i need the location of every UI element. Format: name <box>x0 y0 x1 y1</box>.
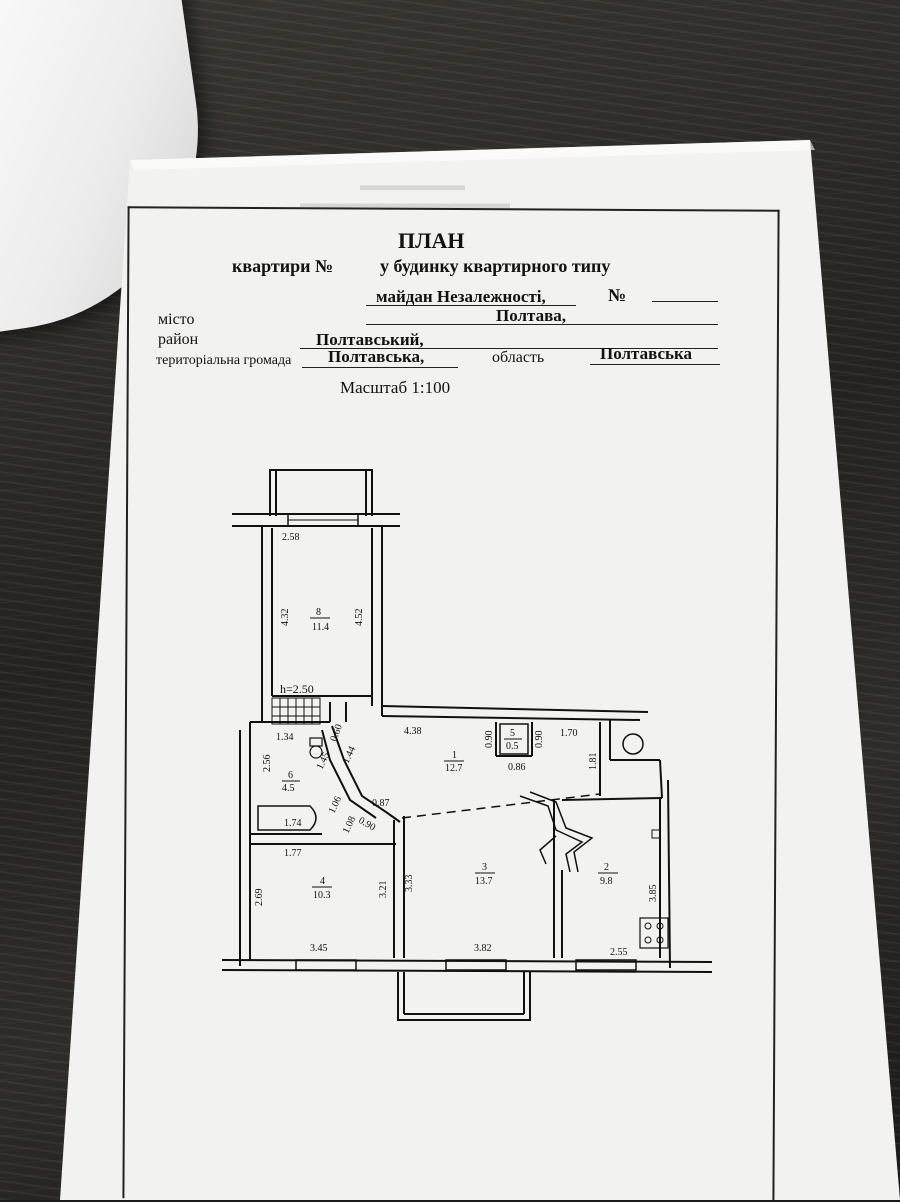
window-bottom-1 <box>295 959 357 971</box>
city-underline <box>366 324 718 325</box>
room-8-number: 8 <box>316 607 321 618</box>
stove <box>639 917 669 949</box>
district-label: район <box>158 331 199 348</box>
balcony-bottom <box>397 972 531 1021</box>
dim-1-08: 1.08 <box>341 815 358 836</box>
dim-4-52: 4.52 <box>354 609 365 627</box>
bleed-through-text: ▬▬▬▬▬▬▬ <box>360 178 465 194</box>
street-underline <box>366 305 576 306</box>
city-label: місто <box>158 311 195 328</box>
district-underline <box>300 348 718 349</box>
region-value: Полтавська <box>600 344 693 363</box>
room-5-area: 0.5 <box>506 741 519 752</box>
room-6-number: 6 <box>288 770 293 781</box>
dim-1-70: 1.70 <box>560 728 578 739</box>
dim-2-55: 2.55 <box>610 947 628 958</box>
sink <box>651 829 661 839</box>
dim-1-34: 1.34 <box>276 732 294 743</box>
dim-0-60: 0.60 <box>328 723 344 743</box>
room-6-area: 4.5 <box>282 783 295 794</box>
dim-1-81: 1.81 <box>588 753 599 771</box>
room-3-number: 3 <box>482 862 487 873</box>
number-underline <box>652 301 718 302</box>
dim-3-45: 3.45 <box>310 943 328 954</box>
room-1-area: 12.7 <box>445 763 463 774</box>
balcony-top <box>269 469 373 516</box>
number-label: № <box>608 285 627 305</box>
apartment-label: квартири № <box>232 256 334 276</box>
room-8-area: 11.4 <box>312 622 329 633</box>
dim-3-33: 3.33 <box>404 875 415 893</box>
dim-3-85: 3.85 <box>648 885 659 903</box>
city-value: Полтава, <box>496 306 567 325</box>
dim-0-87: 0.87 <box>372 798 390 809</box>
height-note: h=2.50 <box>280 682 314 696</box>
scale-label: Масштаб 1:100 <box>340 378 451 397</box>
building-type-label: у будинку квартирного типу <box>380 256 611 276</box>
dim-4-38: 4.38 <box>404 726 422 737</box>
dim-0-90-b: 0.90 <box>534 731 545 749</box>
dim-1-44: 1.44 <box>341 745 358 766</box>
street-value: майдан Незалежності, <box>376 287 546 306</box>
room-3-area: 13.7 <box>475 876 493 887</box>
dim-1-06: 1.06 <box>327 795 344 816</box>
column-circle <box>622 733 644 755</box>
dim-3-82: 3.82 <box>474 943 492 954</box>
dim-0-90-a: 0.90 <box>484 731 495 749</box>
window-bottom-3 <box>575 959 637 971</box>
room-5-number: 5 <box>510 728 515 739</box>
community-label: територіальна громада <box>156 353 292 368</box>
dim-4-32: 4.32 <box>280 609 291 627</box>
room-2-number: 2 <box>604 862 609 873</box>
room-2-area: 9.8 <box>600 876 613 887</box>
district-value: Полтавський, <box>316 330 424 349</box>
room-4-area: 10.3 <box>313 890 331 901</box>
room-1-number: 1 <box>452 750 457 761</box>
dim-1-74: 1.74 <box>284 818 302 829</box>
community-value: Полтавська, <box>328 347 425 366</box>
bleed-through-text: ▬▬▬▬▬▬▬▬▬▬▬▬▬▬ <box>300 196 510 212</box>
closet-5 <box>499 723 529 755</box>
stairs-hatch <box>271 697 321 725</box>
dim-1-77: 1.77 <box>284 848 302 859</box>
dim-2-69: 2.69 <box>254 889 265 907</box>
window-bottom-2 <box>445 959 507 971</box>
document-title: ПЛАН <box>398 228 465 253</box>
community-underline <box>302 367 458 368</box>
region-underline <box>590 364 720 365</box>
dim-0-86: 0.86 <box>508 762 526 773</box>
dim-2-58: 2.58 <box>282 532 300 543</box>
region-label: область <box>492 349 545 366</box>
dim-2-56: 2.56 <box>262 755 273 773</box>
bathtub <box>257 805 317 831</box>
dim-3-21: 3.21 <box>378 881 389 899</box>
room-4-number: 4 <box>320 876 325 887</box>
